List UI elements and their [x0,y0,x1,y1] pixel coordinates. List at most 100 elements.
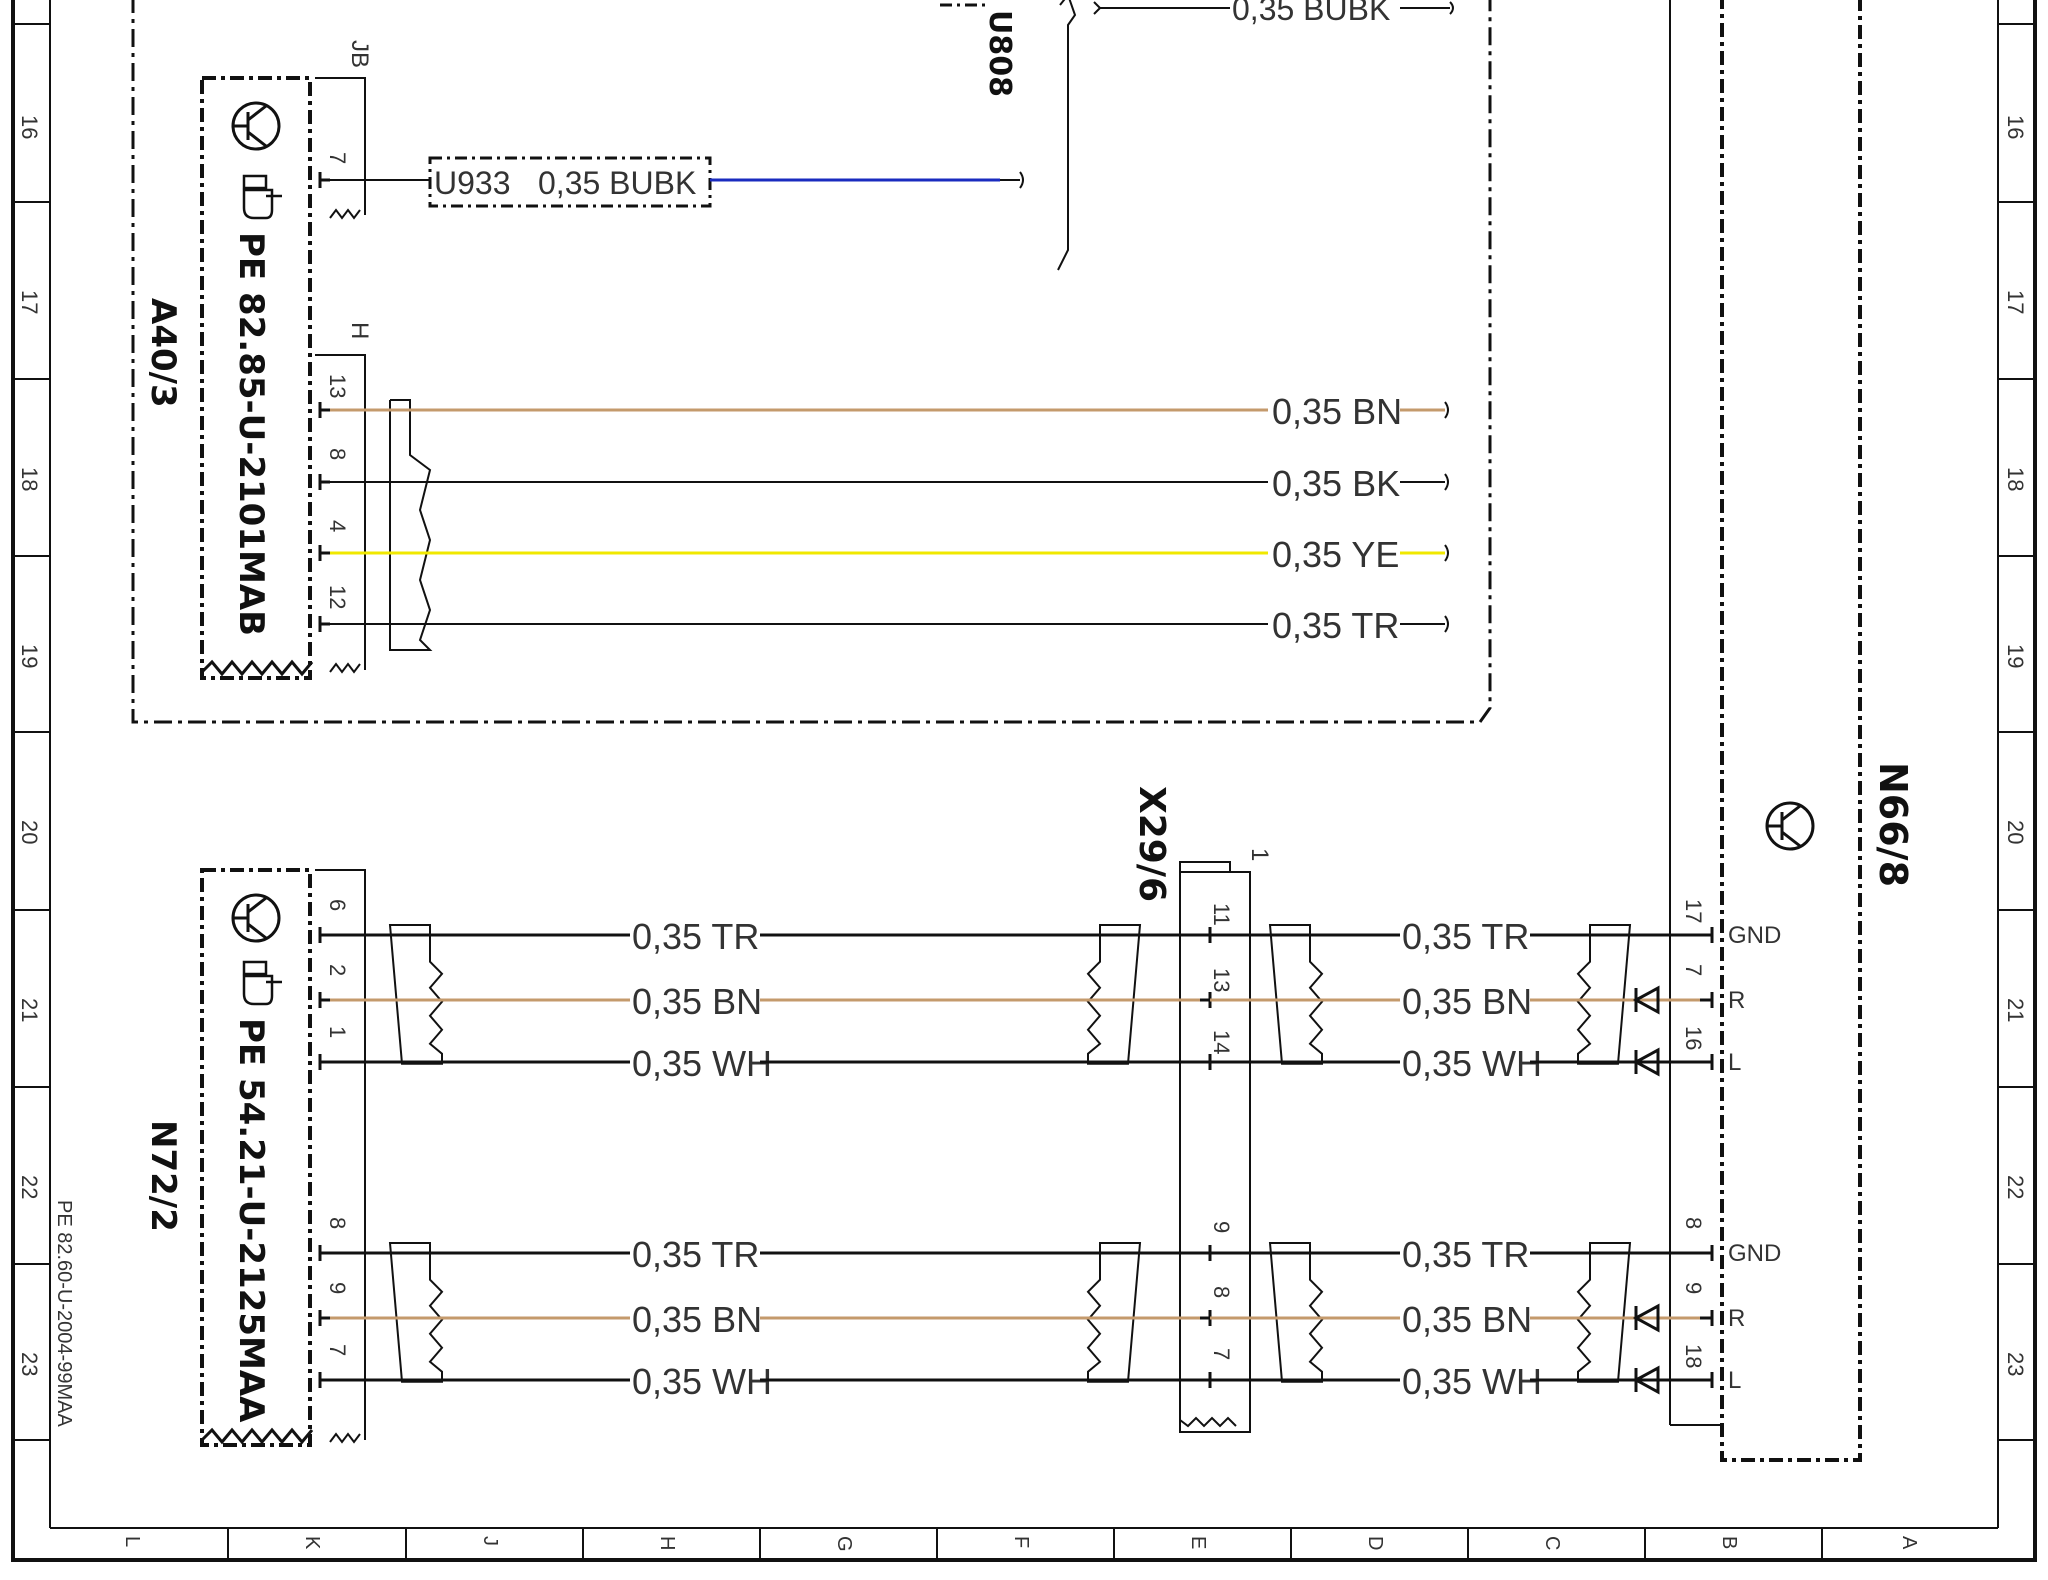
shield-bracket [1086,924,1142,1065]
wire-label: 0,35 WH [1402,1043,1542,1084]
pin-label: 2 [325,964,350,976]
pin-terminal [1200,1310,1212,1326]
diode-icon [1632,1047,1660,1077]
pointing-hand-icon [242,174,282,220]
pin-label: 8 [325,448,350,460]
document-code: PE 82.60-U-2004-99MAA [53,1200,75,1427]
pin-label: 13 [325,374,350,398]
wire-label: 0,35 WH [1402,1361,1542,1402]
column-letter: F [1010,1536,1032,1548]
signal-label: R [1728,1305,1745,1332]
signal-label: L [1728,1049,1741,1076]
wire-label-bubk-top: 0,35 BUBK [1232,0,1390,27]
a40-module: PE 82.85-U-2101MAB A40/3 [143,76,314,680]
pin-label: 7 [325,1344,350,1356]
u808-box: U808 [940,0,1077,271]
a40-connector-jb: JB 7 [315,40,373,220]
pointing-hand-icon [242,960,282,1006]
wire-label: 0,35 BN [1402,981,1532,1022]
signal-label: GND [1728,1240,1781,1267]
pin-terminal [1200,1245,1212,1261]
row-number-right: 19 [2003,644,2028,668]
pin-terminal [318,927,330,943]
pin-label: 6 [325,899,350,911]
column-letter: E [1187,1536,1209,1549]
pin-terminal [1700,1245,1714,1261]
wire-label: 0,35 TR [1402,916,1529,957]
pin-terminal [1700,1054,1714,1070]
u933-label: U933 [434,165,511,201]
a40-wire-bk: 8 0,35 BK [318,448,1449,504]
row-number-right: 23 [2003,1352,2028,1376]
pin-label: 9 [325,1282,350,1294]
shield-bracket [1576,1242,1632,1383]
pin-label: 8 [1681,1217,1706,1229]
wire-label-u933: 0,35 BUBK [538,165,696,201]
pin-label: 18 [1681,1344,1706,1368]
transistor-icon [231,101,281,151]
drawing-frame [11,0,2037,1562]
x29-connector-label: 1 [1246,848,1273,861]
shield-bracket [388,924,444,1065]
a40-id: A40/3 [143,298,183,408]
pin-label: 8 [325,1217,350,1229]
row-numbers: 16 17 18 19 20 21 22 23 16 17 18 19 20 2… [17,115,2028,1376]
row-number-right: 21 [2003,998,2028,1022]
pin-terminal [318,1310,330,1326]
diode-icon [1632,1303,1660,1333]
shield-bracket [1086,1242,1142,1383]
pin-terminal [318,1245,330,1261]
a40-wire-ye: 4 0,35 YE [318,520,1449,575]
pin-terminal [1700,927,1714,943]
wire-label: 0,35 TR [632,916,759,957]
n66-module: N66/8 [1669,0,1915,1462]
pin-label: 11 [1209,903,1234,926]
row-number-left: 18 [17,467,42,491]
connector-jb-label: JB [346,40,373,68]
upper-housing-outline [131,0,1492,724]
transistor-icon [1765,801,1815,851]
shield-bracket [388,1242,444,1383]
pin-label: 7 [325,152,350,164]
pin-label: 7 [1681,964,1706,976]
row-number-left: 19 [17,644,42,668]
a40-wire-bn: 13 0,35 BN [318,374,1449,432]
pin-label: 4 [325,520,350,532]
pin-terminal [1700,1310,1714,1326]
column-letter: J [479,1536,501,1546]
row-number-left: 16 [17,115,42,139]
n72-id: N72/2 [143,1120,183,1232]
wire-label: 0,35 TR [1402,1234,1529,1275]
row-number-right: 17 [2003,290,2028,314]
pin-terminal [318,1372,330,1388]
pin-terminal [1200,1372,1212,1388]
wire-label: 0,35 BN [632,981,762,1022]
diode-icon [1632,985,1660,1015]
wire-label: 0,35 WH [632,1043,772,1084]
row-number-right: 20 [2003,820,2028,844]
column-letter: K [301,1536,323,1550]
signal-label: GND [1728,922,1781,949]
pin-terminal [1200,1054,1212,1070]
diode-icon [1632,1365,1660,1395]
wire-label: 0,35 BK [1272,463,1400,504]
pin-label: 9 [1209,1221,1234,1233]
signal-label: R [1728,987,1745,1014]
signal-label: L [1728,1367,1741,1394]
pin-label: 8 [1209,1286,1234,1298]
wire-u933: U933 0,35 BUBK [318,156,1024,208]
shield-bracket [1576,924,1632,1065]
n72-module: PE 54.21-U-2125MAA N72/2 [143,868,366,1447]
row-number-left: 17 [17,290,42,314]
column-letter: A [1898,1536,1920,1550]
wire-label: 0,35 TR [1272,605,1399,646]
